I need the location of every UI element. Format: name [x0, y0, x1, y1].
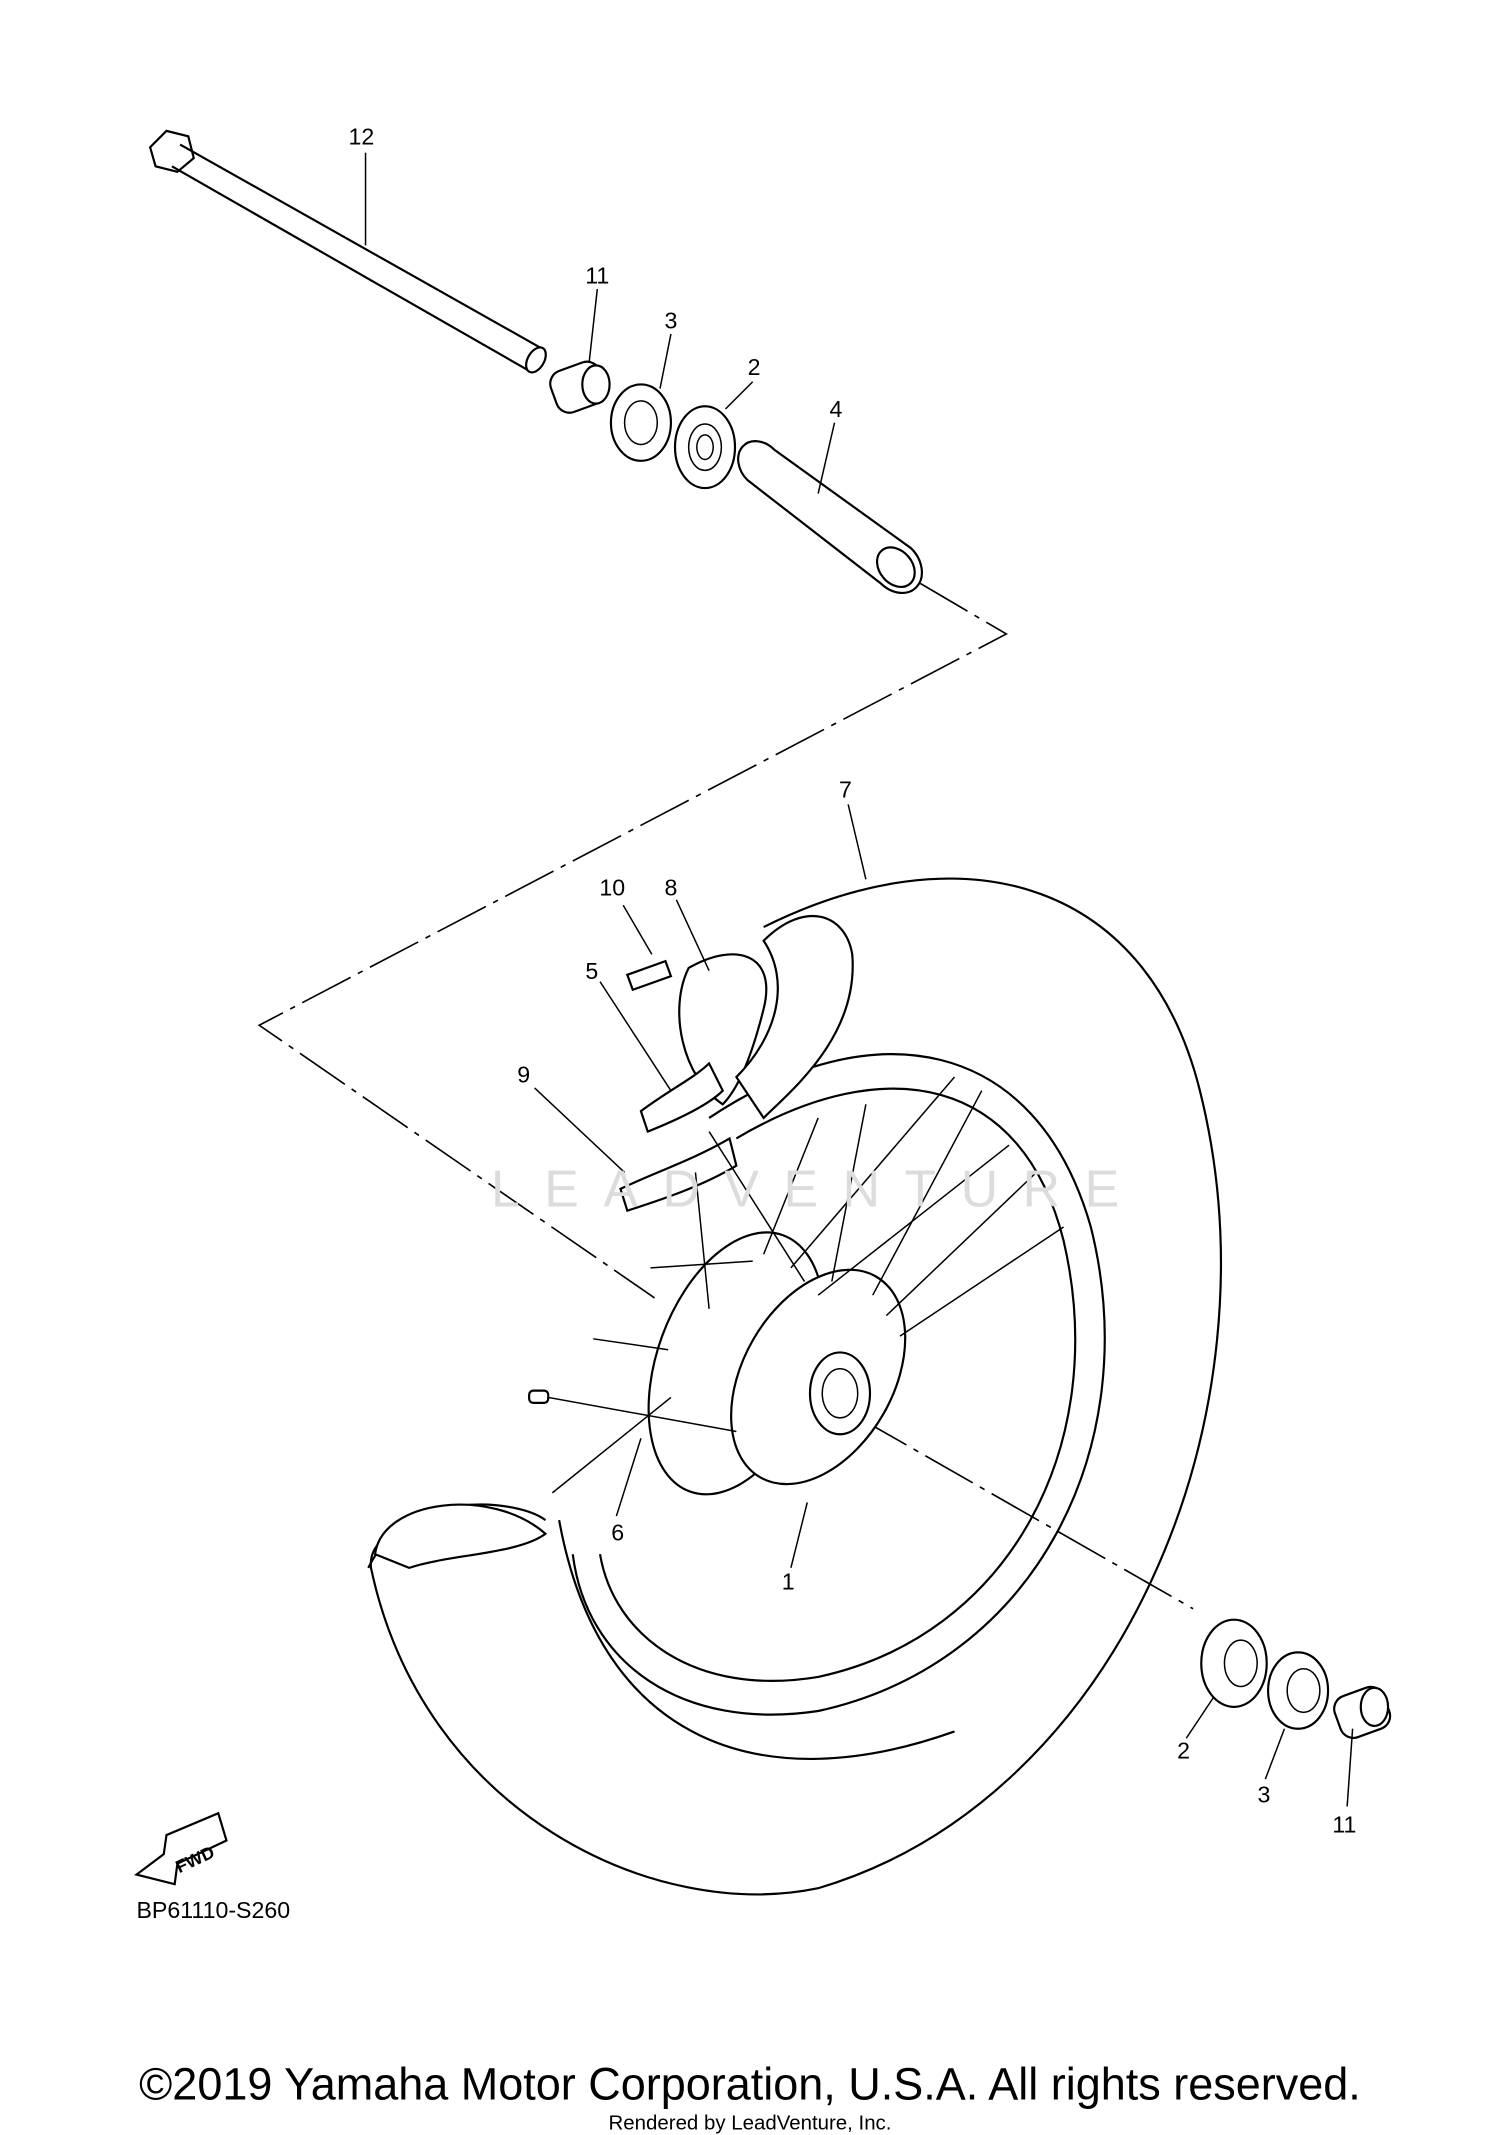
- leader-line: [724, 381, 754, 410]
- callout-2: 2: [748, 354, 761, 380]
- rim-strip-part-5[interactable]: [639, 1061, 725, 1134]
- spacer-part-4[interactable]: [737, 440, 923, 595]
- callout-7: 7: [839, 777, 852, 803]
- leader-line: [1185, 1696, 1215, 1739]
- leader-line: [588, 288, 599, 363]
- callout-12: 12: [349, 124, 375, 150]
- copyright-text: ©2019 Yamaha Motor Corporation, U.S.A. A…: [139, 2059, 1361, 2110]
- callout-8: 8: [664, 875, 677, 901]
- tube-part-8[interactable]: [678, 914, 854, 1120]
- axis-centerline: [257, 582, 1008, 1299]
- leader-line: [599, 981, 672, 1092]
- callout-9: 9: [517, 1061, 530, 1087]
- oil-seal-part-3[interactable]: [609, 383, 673, 462]
- bearing-part-2[interactable]: [673, 405, 737, 490]
- leader-line: [790, 1502, 808, 1569]
- callout-3-lower: 3: [1258, 1781, 1271, 1807]
- callout-1: 1: [782, 1569, 795, 1595]
- leader-line: [615, 1438, 642, 1517]
- callout-10: 10: [599, 875, 625, 901]
- callout-11-lower: 11: [1332, 1811, 1356, 1837]
- leader-line: [847, 804, 867, 880]
- diagram-code: BP61110-S260: [136, 1897, 290, 1923]
- leader-line: [675, 899, 710, 972]
- rim: [571, 1053, 1106, 1716]
- axis-centerline: [858, 1417, 1194, 1610]
- leader-line: [659, 333, 672, 389]
- leader-line: [1346, 1728, 1354, 1807]
- rim-protector-part-9[interactable]: [619, 1136, 738, 1213]
- leader-line: [817, 422, 836, 494]
- hub-part-1[interactable]: [615, 1208, 941, 1518]
- watermark: LEADVENTURE: [491, 1160, 1144, 1218]
- oil-seal-part-3-lower[interactable]: [1266, 1651, 1330, 1730]
- callout-11: 11: [585, 263, 609, 289]
- leader-line: [622, 904, 653, 955]
- callout-5: 5: [585, 958, 598, 984]
- callout-2-lower: 2: [1177, 1738, 1190, 1764]
- callout-4: 4: [829, 396, 842, 422]
- leader-line: [1264, 1728, 1286, 1780]
- leader-line: [534, 1087, 626, 1174]
- bearing-part-2-lower[interactable]: [1200, 1618, 1268, 1709]
- rim-band-part-10[interactable]: [625, 959, 673, 992]
- spokes: [593, 1076, 1064, 1351]
- rendered-by-text: Rendered by LeadVenture, Inc.: [609, 2112, 892, 2135]
- collar-part-11-lower[interactable]: [1330, 1683, 1394, 1742]
- fwd-arrow-icon: FWD: [134, 1811, 228, 1886]
- callout-6: 6: [611, 1520, 624, 1546]
- spoke-nipple-part-6[interactable]: [528, 1389, 737, 1494]
- callout-3: 3: [664, 308, 677, 334]
- axle-part-12[interactable]: [148, 129, 550, 376]
- collar-part-11[interactable]: [546, 358, 611, 417]
- tire-part-7[interactable]: [367, 877, 1222, 1896]
